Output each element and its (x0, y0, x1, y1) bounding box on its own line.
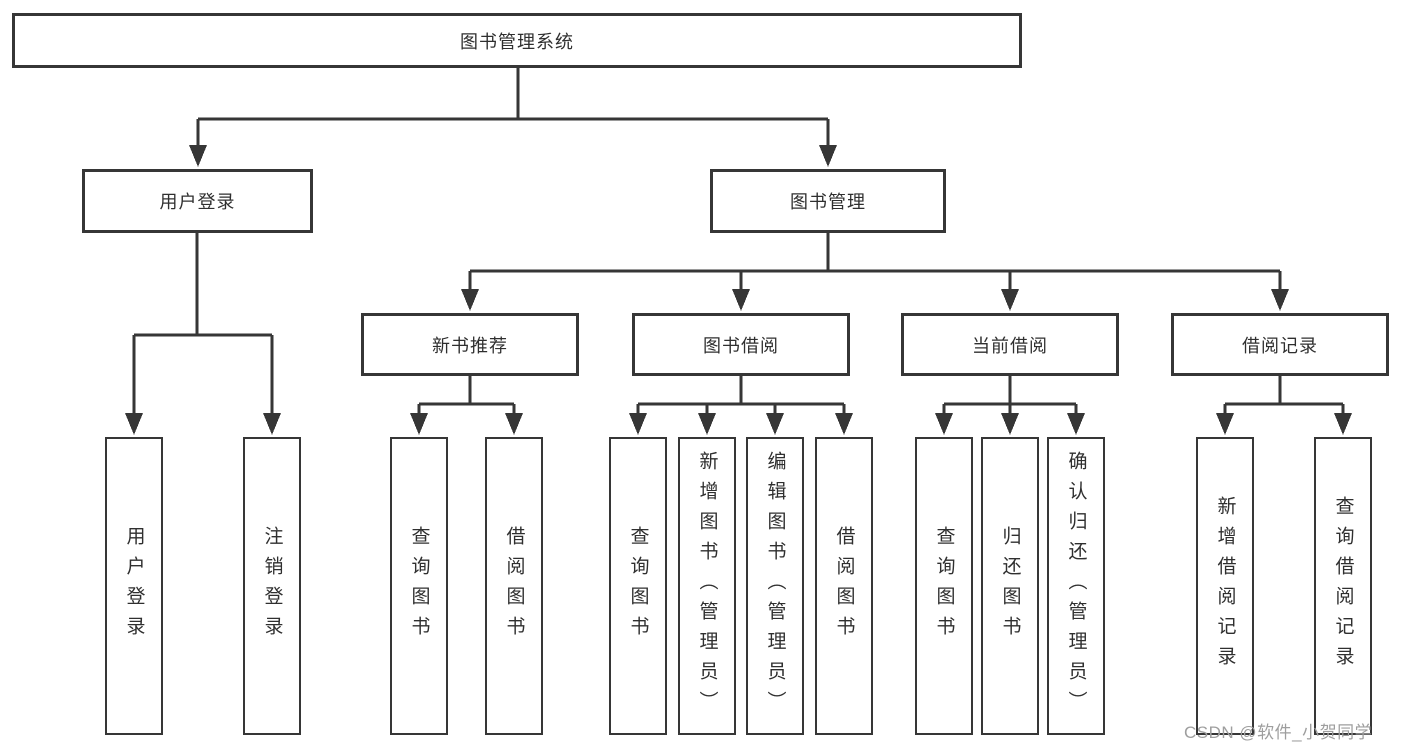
leaf-add-borrow-record: 新增借阅记录 (1196, 437, 1254, 735)
leaf-label: 注销登录 (261, 526, 283, 646)
watermark-text: CSDN @软件_小贺同学 (1184, 723, 1373, 742)
node-user-login: 用户登录 (82, 169, 313, 233)
node-book-borrowing: 图书借阅 (632, 313, 850, 376)
leaf-borrow-books-recommend: 借阅图书 (485, 437, 543, 735)
leaf-add-books-admin: 新增图书（管理员） (678, 437, 736, 735)
leaf-query-books-current: 查询图书 (915, 437, 973, 735)
leaf-label: 查询图书 (627, 526, 649, 646)
leaf-label: 查询图书 (408, 526, 430, 646)
leaf-label: 借阅图书 (833, 526, 855, 646)
leaf-label: 确认归还（管理员） (1065, 451, 1087, 721)
leaf-query-books-recommend: 查询图书 (390, 437, 448, 735)
node-borrowing-records: 借阅记录 (1171, 313, 1389, 376)
leaf-edit-books-admin: 编辑图书（管理员） (746, 437, 804, 735)
leaf-label: 新增图书（管理员） (696, 451, 718, 721)
leaf-label: 查询借阅记录 (1332, 496, 1354, 676)
leaf-label: 新增借阅记录 (1214, 496, 1236, 676)
node-label: 图书管理系统 (460, 31, 574, 52)
node-new-book-recommendation: 新书推荐 (361, 313, 579, 376)
leaf-logout: 注销登录 (243, 437, 301, 735)
leaf-user-login: 用户登录 (105, 437, 163, 735)
leaf-label: 查询图书 (933, 526, 955, 646)
node-library-management-system: 图书管理系统 (12, 13, 1022, 68)
leaf-label: 借阅图书 (503, 526, 525, 646)
leaf-query-borrow-record: 查询借阅记录 (1314, 437, 1372, 735)
leaf-query-books-borrowing: 查询图书 (609, 437, 667, 735)
node-label: 借阅记录 (1242, 335, 1318, 356)
leaf-label: 归还图书 (999, 526, 1021, 646)
leaf-return-books: 归还图书 (981, 437, 1039, 735)
node-label: 图书借阅 (703, 335, 779, 356)
leaf-borrow-books-borrowing: 借阅图书 (815, 437, 873, 735)
leaf-label: 编辑图书（管理员） (764, 451, 786, 721)
node-label: 当前借阅 (972, 335, 1048, 356)
leaf-confirm-return-admin: 确认归还（管理员） (1047, 437, 1105, 735)
node-label: 新书推荐 (432, 335, 508, 356)
node-current-borrowing: 当前借阅 (901, 313, 1119, 376)
node-label: 用户登录 (159, 192, 236, 212)
node-book-management: 图书管理 (710, 169, 946, 233)
node-label: 图书管理 (790, 192, 866, 212)
leaf-label: 用户登录 (123, 526, 145, 646)
